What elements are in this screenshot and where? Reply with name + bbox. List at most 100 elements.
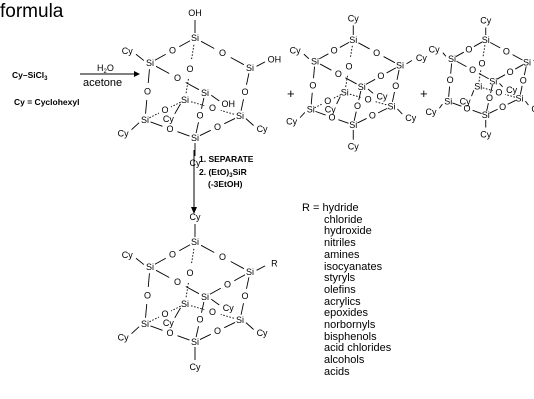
bond-line [471,90,475,97]
bond-line [523,66,527,76]
oxygen-atom: O [169,250,176,260]
oxygen-atom: O [377,71,384,81]
bond-line [145,100,148,114]
cyclohexyl-group: Cy [506,85,517,95]
bond-line [185,78,189,94]
bond-line [455,51,465,58]
silicon-atom: Si [444,97,452,107]
cyclohexyl-group: Cy [531,104,534,114]
bond-line [147,69,150,83]
oxygen-atom: O [335,69,342,79]
bond-line [135,53,145,61]
silicon-atom: Si [489,76,497,86]
bond-line [147,273,150,287]
r-group-item: alcohols [324,354,365,367]
oxygen-atom: O [465,44,472,54]
r-group-first: hydride [322,202,359,214]
silicon-atom: Si [396,61,404,71]
bond-line [473,41,483,47]
substituent-group: R [271,258,278,268]
r-label: R = [302,202,320,214]
bond-line [452,102,462,107]
oxygen-atom: O [196,315,203,325]
cyclohexyl-group: Cy [416,53,427,63]
oxygen-atom: O [144,291,151,301]
bond-line [313,66,315,79]
bond-line [490,84,493,94]
bond-line [442,52,447,57]
r-group-item: acrylics [324,295,361,308]
oxygen-atom: O [520,76,527,86]
bond-line [154,257,166,265]
silicon-atom: Si [515,94,523,104]
cyclohexyl-group: Cy [425,107,436,117]
cyclohexyl-group: Cy [163,318,174,328]
silicon-atom: Si [523,58,531,68]
substituent-group: OH [268,54,282,64]
cyclohexyl-group: Cy [122,46,133,56]
cyclohexyl-group: Cy [480,16,491,26]
plus-sign-2: + [420,86,428,101]
bond-line [174,103,181,115]
bond-line [199,333,211,340]
silicon-atom: Si [341,88,349,98]
bond-line [224,322,236,329]
cyclohexyl-group: Cy [290,46,301,56]
r-group-item: olefins [324,283,356,296]
bond-line [391,91,395,102]
oxygen-atom: O [324,96,331,106]
bond-line [210,298,220,306]
bond-line [478,70,482,82]
silicon-atom: Si [191,337,199,347]
bond-line [345,74,349,87]
silicon-atom: Si [311,56,319,66]
r-group-item: amines [324,248,360,261]
bond-line [375,101,387,106]
cyclohexyl-group: Cy [122,250,133,260]
bond-line [224,118,236,125]
r-group-item: norbornyls [324,319,376,332]
bond-line [256,61,266,67]
silicon-atom: Si [349,35,357,45]
bond-line [507,99,516,105]
oxygen-atom: O [507,67,514,77]
silicon-atom: Si [141,319,149,329]
oxygen-atom: O [345,61,352,71]
oxygen-atom: O [209,103,216,113]
oxygen-atom: O [373,48,380,58]
bond-line [179,40,191,48]
bond-line [499,83,503,88]
silicon-atom: Si [191,33,199,43]
bond-line [439,103,443,109]
cyclohexyl-group: Cy [223,303,234,313]
bond-line [397,108,403,115]
oxygen-atom: O [469,65,476,75]
bond-line [450,63,453,74]
silicon-atom: Si [236,315,244,325]
bond-line [386,67,397,74]
oxygen-atom: O [328,112,335,122]
cyclohexyl-group: Cy [377,91,388,101]
bond-line [210,94,220,102]
bond-line [220,313,235,319]
oxygen-atom: O [309,80,316,90]
bond-line [514,64,524,70]
bond-line [365,78,376,85]
oxygen-atom: O [392,81,399,91]
reaction-arrowhead [134,71,140,77]
oxygen-atom: O [161,309,168,319]
oxygen-atom: O [161,105,168,115]
bond-line [246,73,250,85]
cyclohexyl-group: Cy [163,114,174,124]
silicon-atom: Si [181,299,189,309]
bond-line [154,53,166,61]
cyclohexyl-group: Cy [429,44,440,54]
oxygen-atom: O [447,75,454,85]
bond-line [490,42,501,49]
bond-line [195,122,199,134]
bond-line [191,248,195,264]
oxygen-atom: O [219,252,226,262]
bond-line [406,60,413,65]
